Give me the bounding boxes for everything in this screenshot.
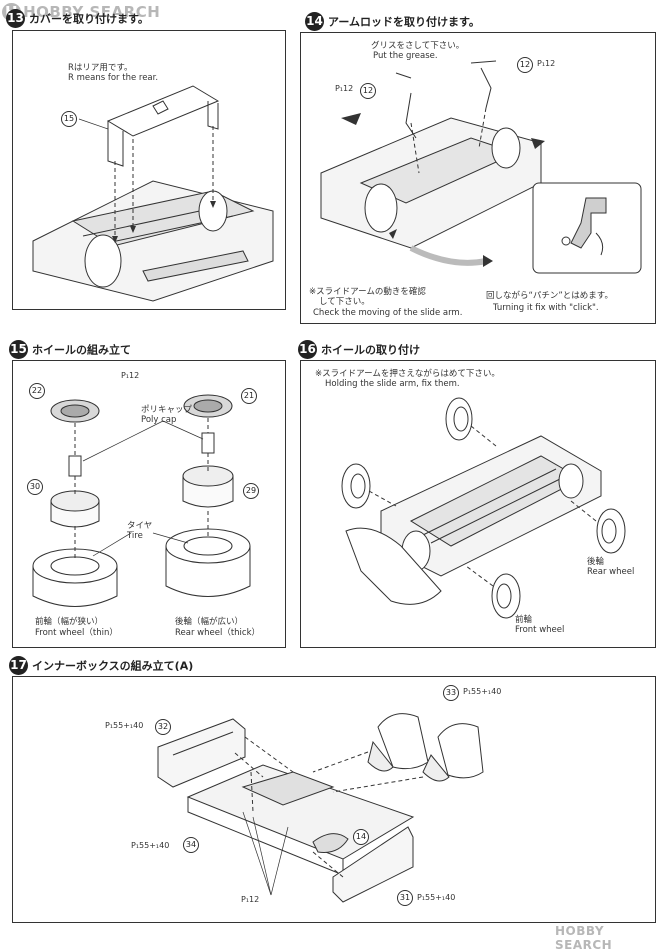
polycap-label-en: Poly cap xyxy=(141,415,177,425)
step-17-diagram xyxy=(157,713,484,903)
step-13-panel: Rはリア用です。 R means for the rear. 15 xyxy=(12,30,286,310)
step-number-badge: 15 xyxy=(9,340,28,359)
holding-note-jp: ※スライドアームを押さえながらはめて下さい。 xyxy=(315,369,500,379)
part-number-30: 30 xyxy=(27,479,43,495)
tire-label-jp: タイヤ xyxy=(127,521,153,531)
step-14-diagram xyxy=(320,60,642,274)
runner-ref-31: P₁55+₁40 xyxy=(417,893,456,902)
runner-ref-left: P₁12 xyxy=(335,84,354,93)
check-note-jp-2: して下さい。 xyxy=(319,297,370,307)
rear-note-jp: Rはリア用です。 xyxy=(68,63,133,73)
part-number-21: 21 xyxy=(241,388,257,404)
rear-wheel-label-jp: 後輪（幅が広い） xyxy=(175,617,244,627)
runner-ref-33: P₁55+₁40 xyxy=(463,687,502,696)
turn-note-jp: 回しながら“パチン”とはめます。 xyxy=(486,291,613,301)
rear-wheel-label-jp: 後輪 xyxy=(587,557,605,567)
front-wheel-label-en: Front wheel（thin） xyxy=(35,628,118,638)
polycap-label-jp: ポリキャップ xyxy=(141,405,193,415)
grease-note-en: Put the grease. xyxy=(373,51,438,61)
part-number-12-left: 12 xyxy=(360,83,376,99)
runner-ref-12: P₁12 xyxy=(121,371,140,380)
part-number-33: 33 xyxy=(443,685,459,701)
part-number-29: 29 xyxy=(243,483,259,499)
step-number-badge: 14 xyxy=(305,12,324,31)
rear-wheel-label-en: Rear wheel xyxy=(587,567,635,577)
runner-ref-32: P₁55+₁40 xyxy=(105,721,144,730)
runner-ref-right: P₁12 xyxy=(537,59,556,68)
step-15-panel: P₁12 22 21 30 29 ポリキャップ Poly cap タイヤ Tir… xyxy=(12,360,286,648)
runner-ref-12: P₁12 xyxy=(241,895,260,904)
step-number-badge: 17 xyxy=(9,656,28,675)
holding-note-en: Holding the slide arm, fix them. xyxy=(325,379,460,389)
front-wheel-label-jp: 前輪（幅が狭い） xyxy=(35,617,104,627)
rear-note-en: R means for the rear. xyxy=(68,73,159,83)
step-17-panel: 33 P₁55+₁40 P₁55+₁40 32 P₁55+₁40 34 14 P… xyxy=(12,676,656,923)
tire-label-en: Tire xyxy=(127,531,143,541)
part-number-31: 31 xyxy=(397,890,413,906)
step-16-panel: ※スライドアームを押さえながらはめて下さい。 Holding the slide… xyxy=(300,360,656,648)
step-15-diagram xyxy=(32,394,251,607)
watermark-text: HOBBY SEARCH xyxy=(23,3,161,21)
part-number-14: 14 xyxy=(353,829,369,845)
runner-ref-34: P₁55+₁40 xyxy=(131,841,170,850)
part-number-34: 34 xyxy=(183,837,199,853)
turn-note-en: Turning it fix with "click". xyxy=(493,303,599,313)
step-13-diagram xyxy=(32,85,274,302)
grease-note-jp: グリスをさして下さい。 xyxy=(371,41,465,51)
part-number-15: 15 xyxy=(61,111,77,127)
front-wheel-label-en: Front wheel xyxy=(515,625,565,635)
step-number-badge: 13 xyxy=(6,9,25,28)
step-number-badge: 16 xyxy=(298,340,317,359)
part-number-32: 32 xyxy=(155,719,171,735)
check-note-en: Check the moving of the slide arm. xyxy=(313,308,463,318)
front-wheel-label-jp: 前輪 xyxy=(515,615,533,625)
step-16-diagram xyxy=(341,397,626,619)
step-14-panel: グリスをさして下さい。 Put the grease. 12 P₁12 12 P… xyxy=(300,32,656,324)
part-number-22: 22 xyxy=(29,383,45,399)
rear-wheel-label-en: Rear wheel（thick） xyxy=(175,628,260,638)
part-number-12-right: 12 xyxy=(517,57,533,73)
check-note-jp-1: ※スライドアームの動きを確認 xyxy=(309,287,426,297)
